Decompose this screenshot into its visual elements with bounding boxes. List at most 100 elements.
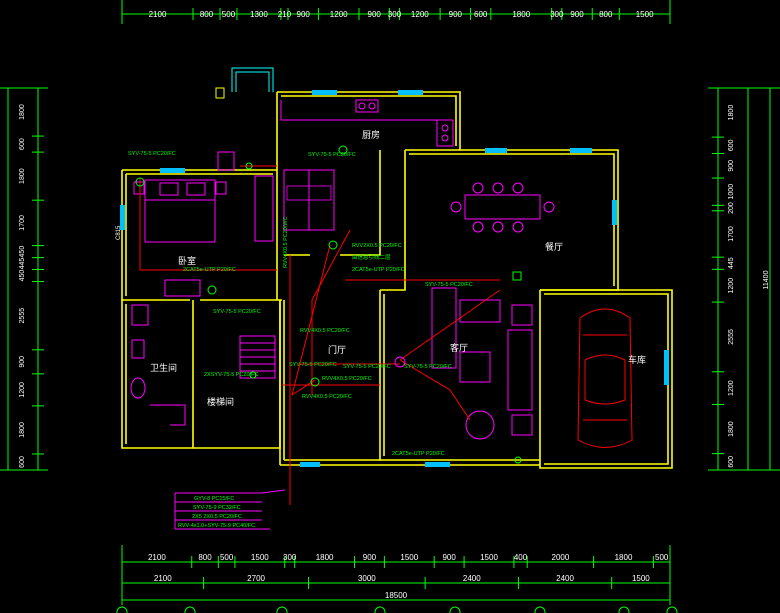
room-bathroom: 卫生间 bbox=[150, 362, 177, 373]
dim-bottom1-label: 2100 bbox=[148, 553, 166, 562]
label-c815: C815 bbox=[116, 225, 122, 240]
dim-left-label: 450 bbox=[19, 270, 26, 282]
cable-phone-a-note: 由信息引线二层 bbox=[352, 253, 391, 261]
dim-top-label: 900 bbox=[368, 10, 382, 19]
dim-top-label: 900 bbox=[570, 10, 584, 19]
dim-bottom1-label: 500 bbox=[220, 553, 234, 562]
entry-line-1: GYV-8 PC15/FC bbox=[194, 496, 234, 502]
dim-left-label: 1200 bbox=[19, 382, 26, 398]
dim-total-label: 18500 bbox=[385, 591, 408, 600]
dim-bottom2-label: 2700 bbox=[247, 574, 265, 583]
cable-kitchen-feed: SYV-75-5 PC20/FC bbox=[308, 152, 356, 158]
furniture bbox=[130, 99, 555, 440]
dim-right-label: 1800 bbox=[728, 105, 735, 121]
dim-top-label: 1300 bbox=[250, 10, 268, 19]
dim-bottom2-label: 1500 bbox=[632, 574, 650, 583]
dim-left-label: 600 bbox=[19, 456, 26, 468]
cable-living-tv2: SYV-75-5 PC20/FC bbox=[404, 364, 452, 370]
dim-right-label: 1700 bbox=[728, 226, 735, 242]
cable-foyer-3: RVV4X0.5 PC20/FC bbox=[322, 376, 372, 382]
entry-line-3: 2X5 2X0.5 PC20/FC bbox=[192, 514, 242, 520]
dim-left-label: 1700 bbox=[19, 215, 26, 231]
dim-right-label: 1000 bbox=[728, 184, 735, 200]
dim-top-label: 1200 bbox=[411, 10, 429, 19]
dim-top-label: 900 bbox=[449, 10, 463, 19]
dim-bottom1-label: 300 bbox=[283, 553, 297, 562]
cable-foyer-4: RVV4X0.5 PC20/FC bbox=[302, 394, 352, 400]
dim-top-label: 300 bbox=[550, 10, 564, 19]
dim-right-label: 445 bbox=[728, 257, 735, 269]
dim-bottom1-label: 1800 bbox=[615, 553, 633, 562]
dim-top-label: 300 bbox=[388, 10, 402, 19]
dim-bottom1-label: 1500 bbox=[400, 553, 418, 562]
dim-top-label: 800 bbox=[200, 10, 214, 19]
cable-net-a: 2CAT5e-UTP P20/FC bbox=[352, 267, 405, 273]
axis-bubbles bbox=[116, 606, 678, 613]
dim-bottom1-label: 800 bbox=[198, 553, 212, 562]
outlets bbox=[135, 145, 522, 464]
windows bbox=[120, 90, 669, 467]
cable-foyer-1: RVV4X0.5 PC20/FC bbox=[300, 328, 350, 334]
cable-vertical: RVV4X0.5 PC20/WC bbox=[283, 216, 289, 268]
dim-right-label: 900 bbox=[728, 160, 735, 172]
dim-top-label: 210 bbox=[278, 10, 292, 19]
room-stair: 楼梯间 bbox=[207, 396, 234, 407]
room-kitchen: 厨房 bbox=[362, 129, 380, 140]
dim-right-label: 1200 bbox=[728, 380, 735, 396]
dim-left-label: 445 bbox=[19, 258, 26, 270]
entry-cable-box bbox=[174, 489, 286, 530]
dim-bottom2-label: 2400 bbox=[556, 574, 574, 583]
dim-left-label: 1800 bbox=[19, 168, 26, 184]
dim-bottom1-label: 2000 bbox=[552, 553, 570, 562]
cable-bed-tv2: SYV-75-5 PC20/FC bbox=[213, 309, 261, 315]
right-dimension-chain bbox=[708, 87, 780, 471]
dim-top-label: 1800 bbox=[512, 10, 530, 19]
dim-right-label: 1800 bbox=[728, 421, 735, 437]
room-living: 客厅 bbox=[450, 342, 468, 353]
dim-bottom1-label: 500 bbox=[655, 553, 669, 562]
dim-left-label: 1800 bbox=[19, 422, 26, 438]
dim-top-label: 500 bbox=[222, 10, 236, 19]
dim-bottom1-label: 900 bbox=[442, 553, 456, 562]
room-dining: 餐厅 bbox=[545, 241, 563, 252]
cable-stair-tv: 2XSYV-75-5 PC20/FC bbox=[204, 372, 258, 378]
dim-top-label: 900 bbox=[297, 10, 311, 19]
entry-line-2: SYV-75-9 PC32/FC bbox=[193, 505, 241, 511]
room-garage: 车库 bbox=[628, 354, 646, 365]
dim-bottom2-label: 2400 bbox=[463, 574, 481, 583]
cable-foyer-2: SYV-75-5 PC20/FC bbox=[289, 362, 337, 368]
dim-right-total-label: 11400 bbox=[763, 270, 770, 289]
dim-top-label: 800 bbox=[599, 10, 613, 19]
dim-bottom1-label: 900 bbox=[363, 553, 377, 562]
cable-bedroom-net: 2CAT5e-UTP P20/FC bbox=[183, 267, 236, 273]
dim-left-label: 600 bbox=[19, 138, 26, 150]
cable-phone-a: RVV2X0.5 PC20/FC bbox=[352, 243, 402, 249]
car bbox=[577, 308, 633, 448]
dim-top-label: 1500 bbox=[636, 10, 654, 19]
dim-bottom1-label: 1500 bbox=[480, 553, 498, 562]
dim-top-label: 1200 bbox=[330, 10, 348, 19]
room-foyer: 门厅 bbox=[328, 344, 346, 355]
wiring bbox=[139, 165, 501, 505]
dim-bottom1-label: 1500 bbox=[251, 553, 269, 562]
dim-top-label: 2100 bbox=[149, 10, 167, 19]
dim-bottom2-label: 3000 bbox=[358, 574, 376, 583]
cable-living-net: 2CAT5e-UTP P20/FC bbox=[392, 451, 445, 457]
dim-bottom2-label: 2100 bbox=[154, 574, 172, 583]
cable-bedroom-tv: SYV-75-5 PC20/FC bbox=[128, 151, 176, 157]
dim-right-label: 200 bbox=[728, 202, 735, 214]
dim-right-label: 600 bbox=[728, 139, 735, 151]
dim-bottom1-label: 1800 bbox=[316, 553, 334, 562]
cable-dining-tv: SYV-75-5 PC20/FC bbox=[425, 282, 473, 288]
dim-right-label: 2555 bbox=[728, 329, 735, 345]
dim-left-label: 450 bbox=[19, 246, 26, 258]
left-dimension-chain bbox=[0, 87, 48, 471]
dim-bottom1-label: 400 bbox=[514, 553, 528, 562]
dim-top-label: 600 bbox=[474, 10, 488, 19]
dim-left-label: 900 bbox=[19, 356, 26, 368]
dim-left-label: 1800 bbox=[19, 104, 26, 120]
balcony bbox=[215, 67, 274, 99]
dim-right-label: 1200 bbox=[728, 278, 735, 294]
dim-right-label: 600 bbox=[728, 456, 735, 468]
